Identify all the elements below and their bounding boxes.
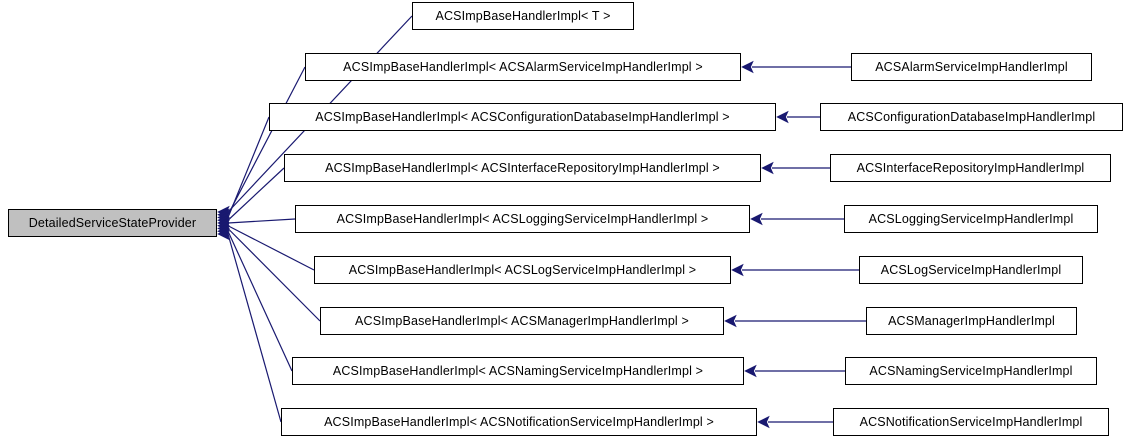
- inheritance-edge: [227, 233, 282, 423]
- edge-arrowhead: [776, 110, 789, 124]
- edge-arrowhead: [217, 205, 230, 219]
- class-node-label: ACSImpBaseHandlerImpl< T >: [435, 8, 611, 23]
- derived-class-node[interactable]: ACSInterfaceRepositoryImpHandlerImpl: [830, 154, 1111, 182]
- inheritance-edge: [227, 231, 293, 372]
- edge-arrowhead: [744, 364, 757, 378]
- edge-arrowhead: [217, 211, 230, 224]
- inheritance-edge: [227, 167, 285, 221]
- class-node-label: ACSAlarmServiceImpHandlerImpl: [875, 59, 1068, 74]
- derived-class-node[interactable]: ACSLoggingServiceImpHandlerImpl: [844, 205, 1098, 233]
- inheritance-edge: [227, 66, 306, 216]
- base-class-node[interactable]: ACSImpBaseHandlerImpl< ACSInterfaceRepos…: [284, 154, 761, 182]
- derived-class-node[interactable]: ACSAlarmServiceImpHandlerImpl: [851, 53, 1092, 81]
- edge-arrowhead: [217, 213, 230, 227]
- class-node-label: DetailedServiceStateProvider: [28, 215, 197, 230]
- class-node-label: ACSConfigurationDatabaseImpHandlerImpl: [847, 109, 1096, 124]
- base-class-node[interactable]: ACSImpBaseHandlerImpl< ACSNamingServiceI…: [292, 357, 744, 385]
- edge-arrowhead: [731, 263, 744, 277]
- inheritance-edge: [227, 218, 296, 224]
- class-node-label: ACSLoggingServiceImpHandlerImpl: [868, 211, 1074, 226]
- edge-arrowhead: [724, 314, 737, 328]
- edge-arrowhead: [217, 227, 230, 241]
- class-node-label: ACSImpBaseHandlerImpl< ACSLogServiceImpH…: [348, 262, 697, 277]
- class-node-label: ACSNamingServiceImpHandlerImpl: [869, 363, 1073, 378]
- root-class-node[interactable]: DetailedServiceStateProvider: [8, 209, 217, 237]
- class-node-label: ACSImpBaseHandlerImpl< ACSLoggingService…: [336, 211, 709, 226]
- base-class-node[interactable]: ACSImpBaseHandlerImpl< ACSManagerImpHand…: [320, 307, 724, 335]
- class-node-label: ACSLogServiceImpHandlerImpl: [880, 262, 1062, 277]
- edge-arrowhead: [761, 161, 774, 175]
- class-node-label: ACSImpBaseHandlerImpl< ACSInterfaceRepos…: [325, 160, 720, 175]
- base-class-node[interactable]: ACSImpBaseHandlerImpl< ACSLoggingService…: [295, 205, 750, 233]
- base-class-node[interactable]: ACSImpBaseHandlerImpl< ACSAlarmServiceIm…: [305, 53, 741, 81]
- base-class-node[interactable]: ACSImpBaseHandlerImpl< ACSLogServiceImpH…: [314, 256, 731, 284]
- class-node-label: ACSImpBaseHandlerImpl< ACSManagerImpHand…: [355, 313, 689, 328]
- class-node-label: ACSImpBaseHandlerImpl< ACSAlarmServiceIm…: [343, 59, 703, 74]
- edge-arrowhead: [750, 212, 763, 226]
- class-node-label: ACSImpBaseHandlerImpl< ACSNotificationSe…: [324, 414, 714, 429]
- derived-class-node[interactable]: ACSManagerImpHandlerImpl: [866, 307, 1077, 335]
- edge-arrowhead: [217, 224, 230, 238]
- class-node-label: ACSInterfaceRepositoryImpHandlerImpl: [856, 160, 1085, 175]
- edge-arrowhead: [757, 415, 770, 429]
- inheritance-edge: [227, 228, 321, 322]
- class-node-label: ACSManagerImpHandlerImpl: [888, 313, 1055, 328]
- edge-arrowhead: [217, 219, 230, 233]
- inheritance-edge: [227, 116, 270, 218]
- class-node-label: ACSImpBaseHandlerImpl< ACSNamingServiceI…: [332, 363, 704, 378]
- edge-arrowhead: [741, 60, 754, 74]
- edge-arrowhead: [217, 216, 230, 230]
- class-node-label: ACSNotificationServiceImpHandlerImpl: [859, 414, 1083, 429]
- derived-class-node[interactable]: ACSNotificationServiceImpHandlerImpl: [833, 408, 1109, 436]
- class-node-label: ACSImpBaseHandlerImpl< ACSConfigurationD…: [315, 109, 730, 124]
- edge-arrowhead: [217, 208, 230, 222]
- derived-class-node[interactable]: ACSLogServiceImpHandlerImpl: [859, 256, 1083, 284]
- base-class-node[interactable]: ACSImpBaseHandlerImpl< ACSConfigurationD…: [269, 103, 776, 131]
- base-class-node[interactable]: ACSImpBaseHandlerImpl< ACSNotificationSe…: [281, 408, 757, 436]
- derived-class-node[interactable]: ACSNamingServiceImpHandlerImpl: [845, 357, 1097, 385]
- derived-class-node[interactable]: ACSConfigurationDatabaseImpHandlerImpl: [820, 103, 1123, 131]
- base-class-node[interactable]: ACSImpBaseHandlerImpl< T >: [412, 2, 634, 30]
- edge-arrowhead: [217, 222, 230, 235]
